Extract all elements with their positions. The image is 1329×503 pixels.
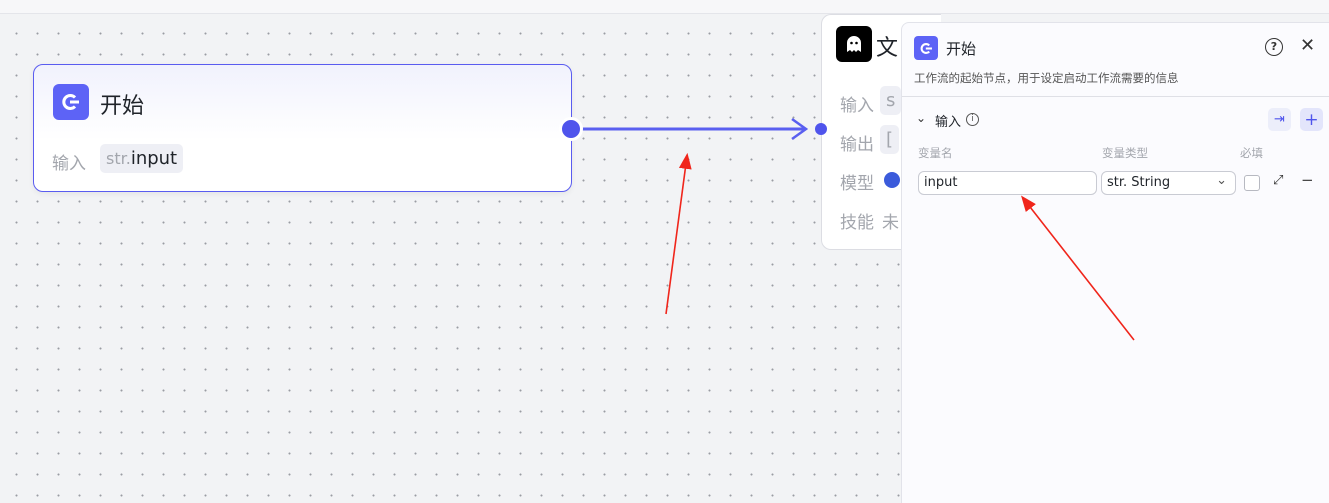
node-settings-panel: 开始 ? ✕ 工作流的起始节点，用于设定启动工作流需要的信息 ⌄ 输入 i ⇥ … (901, 22, 1329, 503)
remove-variable-icon[interactable]: − (1301, 171, 1314, 189)
section-title: 输入 (935, 115, 962, 130)
output-port[interactable] (559, 117, 583, 141)
ghost-icon (836, 26, 872, 62)
input-port[interactable] (815, 123, 827, 135)
type-prefix: str. (106, 149, 131, 168)
node-title: 开始 (100, 94, 145, 119)
variable-name-input[interactable]: input (918, 171, 1097, 195)
expand-icon[interactable]: ⤢ (1273, 173, 1284, 188)
model-icon (884, 172, 900, 188)
panel-description: 工作流的起始节点，用于设定启动工作流需要的信息 (914, 71, 1179, 85)
node-title: 文 (876, 36, 899, 61)
row-label: 模型 (840, 174, 874, 194)
chevron-down-icon[interactable]: ⌄ (916, 111, 927, 125)
column-header: 必填 (1240, 146, 1263, 160)
row-label: 输出 (840, 135, 874, 155)
close-icon[interactable]: ✕ (1300, 35, 1316, 56)
variable-type-select[interactable]: str. String ⌄ (1101, 171, 1236, 195)
input-variable-tag: str.input (100, 144, 184, 173)
row-label: 输入 (840, 96, 874, 116)
add-variable-button[interactable]: + (1300, 108, 1323, 131)
selected-type: str. String (1107, 175, 1171, 190)
top-bar (0, 0, 1329, 14)
edge-arrowhead (791, 117, 809, 141)
start-icon (914, 36, 938, 60)
panel-title: 开始 (946, 40, 977, 58)
info-icon[interactable]: i (966, 113, 979, 126)
input-label: 输入 (52, 154, 86, 174)
row-value: [ (880, 125, 900, 154)
required-checkbox[interactable] (1244, 175, 1260, 191)
help-icon[interactable]: ? (1265, 38, 1283, 56)
column-header: 变量类型 (1102, 146, 1148, 160)
divider (902, 96, 1329, 97)
start-node[interactable]: 开始 输入 str.input (33, 64, 572, 192)
start-icon (53, 84, 89, 120)
variable-name: input (130, 148, 178, 169)
row-value: s (880, 86, 902, 115)
row-value: 未 (882, 213, 899, 233)
row-label: 技能 (840, 213, 874, 233)
column-header: 变量名 (918, 146, 953, 160)
chevron-down-icon: ⌄ (1216, 173, 1227, 188)
import-button[interactable]: ⇥ (1268, 108, 1291, 131)
